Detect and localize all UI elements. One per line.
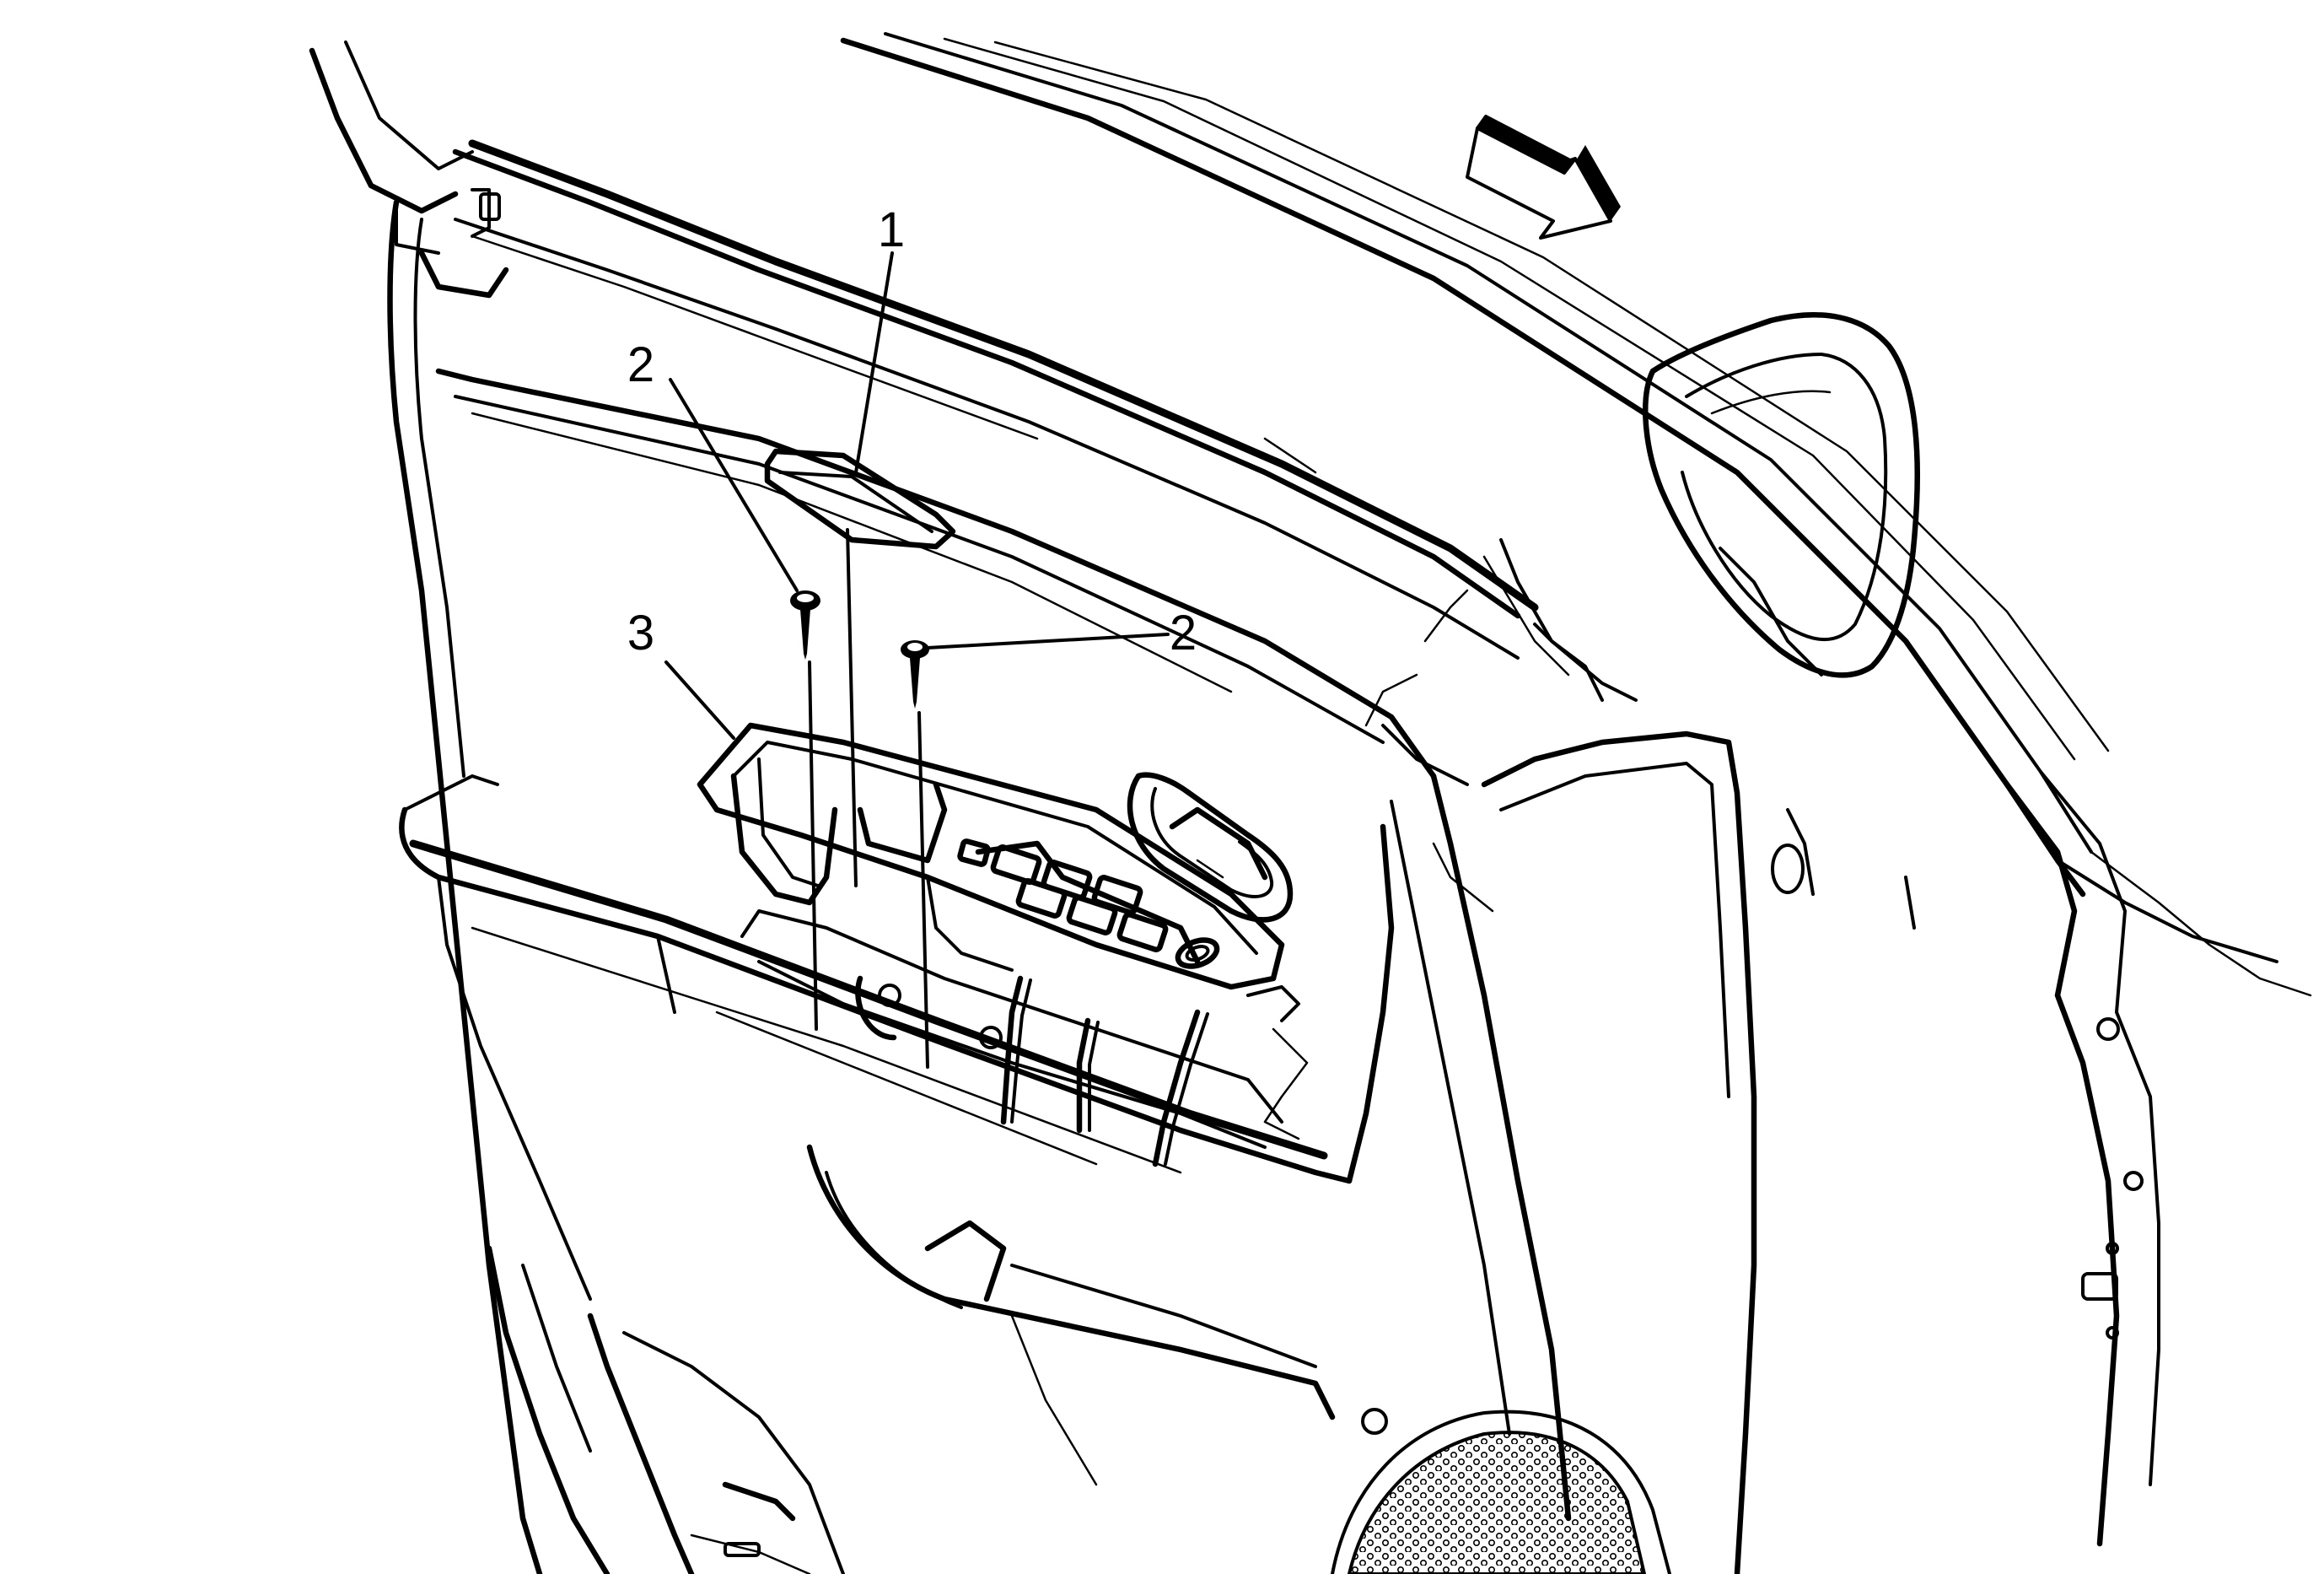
screw-right	[901, 640, 929, 709]
screw-left	[790, 590, 820, 660]
explosion-lines	[808, 528, 929, 1069]
door-trim-panel	[387, 199, 1757, 1574]
door-window-frame	[309, 40, 1539, 660]
callout-2b-label: 2	[1170, 606, 1197, 660]
callout-labels: 1 2 2 3	[627, 202, 1197, 660]
callout-1-label: 1	[878, 202, 905, 257]
trim-strip	[764, 448, 956, 550]
window-switch-pack	[957, 838, 1220, 969]
callout-2a-label: 2	[627, 337, 654, 392]
switch-bezel	[697, 722, 1285, 990]
panel-seams	[1263, 437, 1916, 930]
leader-lines	[664, 251, 1170, 740]
lower-door-panel	[486, 1144, 1336, 1574]
a-pillar-frame	[840, 32, 2312, 1547]
side-mirror	[1482, 312, 1920, 702]
speaker-grille	[1331, 1408, 1671, 1574]
callout-3-label: 3	[627, 606, 654, 660]
front-direction-arrow-icon	[1466, 115, 1621, 240]
